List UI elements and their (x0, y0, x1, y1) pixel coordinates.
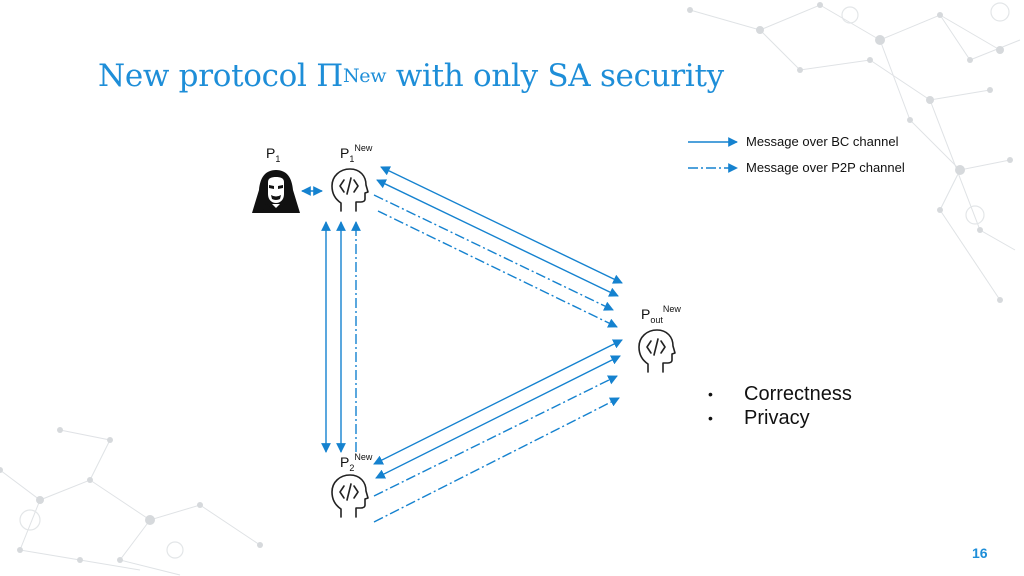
hacker-icon (252, 170, 300, 213)
head-code-icon-p2new (331, 474, 369, 518)
label-sup: New (354, 452, 373, 462)
list-item: • Privacy (708, 406, 852, 430)
properties-list: • Correctness • Privacy (708, 382, 852, 430)
label-base: P (340, 454, 350, 470)
head-code-icon-pout (638, 329, 676, 373)
label-sub: 2 (349, 463, 355, 473)
label-sub: out (650, 315, 663, 325)
slide-title: New protocol ΠNew with only SA security (98, 58, 724, 94)
bullet-icon: • (708, 410, 713, 426)
title-superscript: New (342, 65, 387, 87)
property-correctness: Correctness (744, 382, 852, 405)
arrow-bc-p2new-pout-a (373, 339, 623, 465)
arrow-p2p-p2new-pout-a (373, 375, 618, 497)
label-sup: New (662, 304, 681, 314)
arrow-p2p-p1new-pout-a (373, 194, 614, 311)
arrow-bc-p1new-pout-b (376, 179, 619, 297)
party-label-p1new: P1New (340, 143, 373, 164)
arrow-p2p-p2new-pout-b (373, 397, 620, 523)
arrow-bc-p1new-pout-a (380, 166, 623, 284)
arrow-bc-p2new-pout-b (375, 355, 621, 479)
party-label-p1: P1 (266, 145, 281, 164)
page-number: 16 (972, 545, 988, 561)
label-base: P (641, 306, 651, 322)
arrow-p2p-p1new-pout-b (377, 210, 618, 328)
label-sub: 1 (349, 154, 355, 164)
title-main: New protocol Π (98, 58, 343, 94)
label-base: P (266, 145, 276, 161)
head-code-icon-p1new (331, 168, 369, 212)
party-label-pout: PoutNew (641, 304, 681, 325)
title-rest: with only SA security (386, 58, 724, 94)
party-label-p2new: P2New (340, 452, 373, 473)
bullet-icon: • (708, 386, 713, 402)
label-base: P (340, 145, 350, 161)
property-privacy: Privacy (744, 406, 810, 429)
legend-bc-label: Message over BC channel (746, 134, 899, 149)
label-sub: 1 (275, 154, 281, 164)
legend-p2p-label: Message over P2P channel (746, 160, 905, 175)
list-item: • Correctness (708, 382, 852, 406)
label-sup: New (354, 143, 373, 153)
